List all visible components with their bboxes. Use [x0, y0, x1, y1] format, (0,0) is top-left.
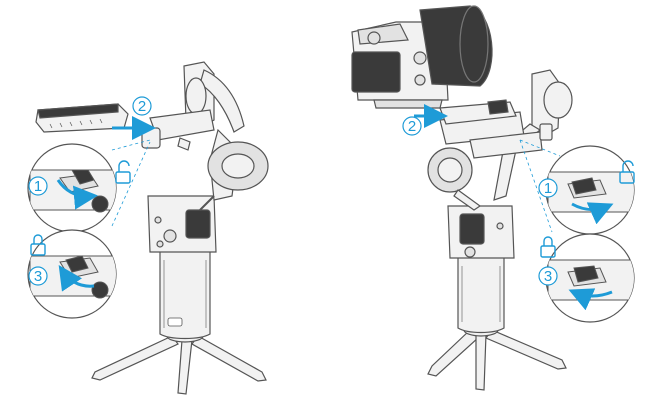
- right-unlock-rotate-arrow: [571, 202, 614, 225]
- left-control-box: [147, 195, 217, 253]
- right-step-1-marker: 1: [538, 178, 558, 198]
- left-step-2-marker: 2: [132, 96, 152, 116]
- right-step-3-number: 3: [544, 268, 552, 285]
- right-camera: [351, 5, 493, 109]
- left-handle: [159, 249, 211, 340]
- left-tilt-plate: [141, 109, 215, 151]
- left-leader-lines: [111, 139, 151, 227]
- right-tripod: [427, 323, 567, 391]
- left-step-3-number: 3: [34, 268, 42, 285]
- right-pan-arm: [493, 69, 573, 201]
- right-quick-release-plate: [439, 99, 517, 125]
- left-step-2-number: 2: [138, 98, 146, 115]
- unlock-icon: [619, 160, 635, 184]
- left-tripod: [91, 329, 267, 395]
- right-step-2-marker: 2: [402, 116, 422, 136]
- right-detail-unlock: [545, 145, 635, 235]
- right-panel: 2: [351, 5, 635, 391]
- left-step-1-marker: 1: [28, 176, 48, 196]
- right-leader-lines: [519, 139, 561, 233]
- lock-icon: [30, 234, 46, 256]
- left-unlock-rotate-arrow: [56, 179, 98, 210]
- right-roll-motor: [427, 147, 482, 211]
- right-step-2-number: 2: [408, 118, 416, 135]
- left-lock-rotate-arrow: [58, 265, 95, 292]
- right-step-1-number: 1: [544, 180, 552, 197]
- left-roll-motor: [199, 128, 269, 211]
- lock-icon: [540, 236, 556, 258]
- right-lock-rotate-arrow: [568, 288, 613, 311]
- unlock-icon: [115, 160, 131, 184]
- right-handle: [457, 255, 505, 334]
- left-step-3-marker: 3: [28, 266, 48, 286]
- right-step-3-marker: 3: [538, 266, 558, 286]
- right-control-box: [447, 205, 515, 259]
- left-step-1-number: 1: [34, 178, 42, 195]
- left-quick-release-plate: [35, 103, 129, 133]
- right-detail-lock: [545, 233, 635, 323]
- left-panel: 2: [27, 61, 269, 395]
